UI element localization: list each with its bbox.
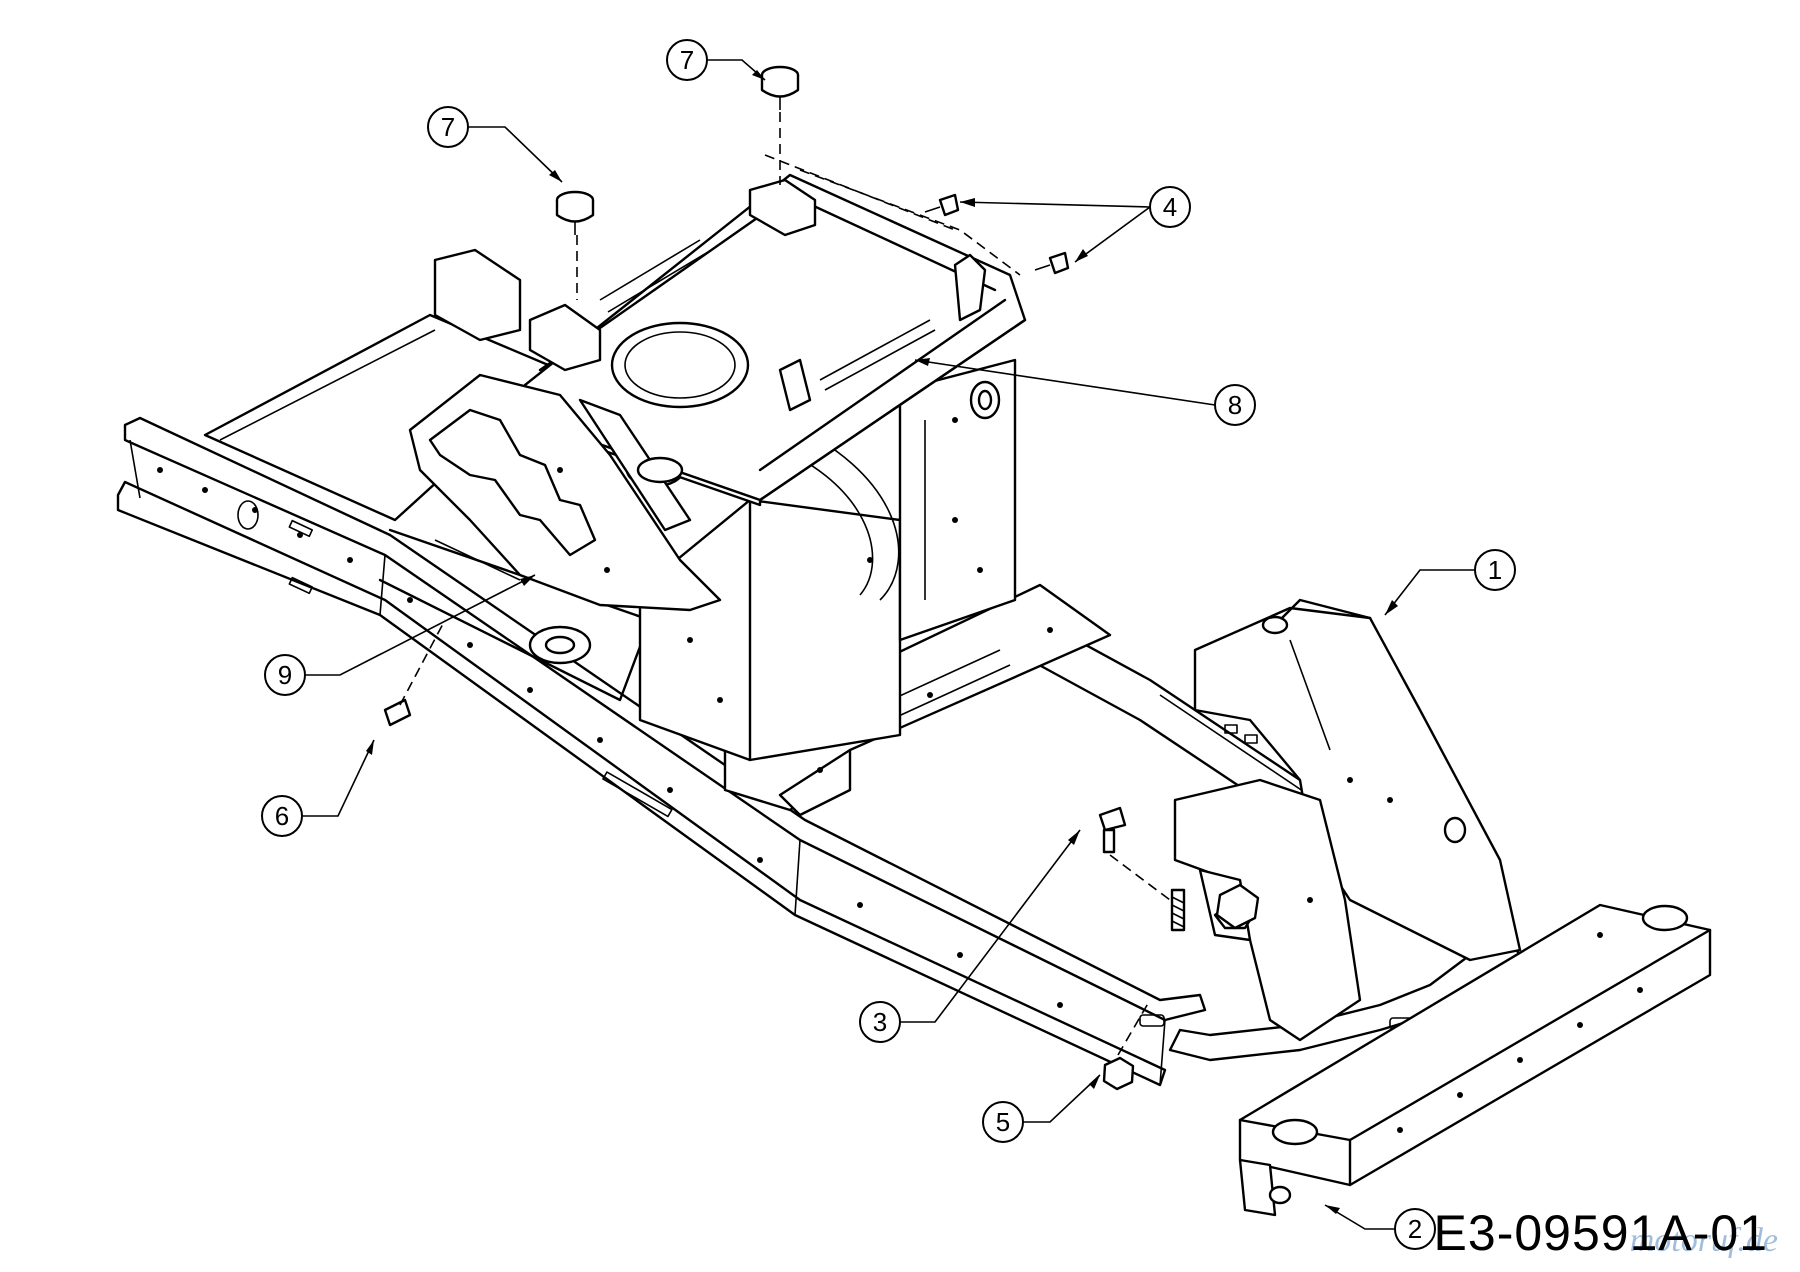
- callout-7-right: 7: [666, 39, 766, 81]
- rear-plates: [723, 583, 1112, 817]
- callout-label: 8: [1228, 390, 1242, 420]
- callout-5: 5: [982, 1074, 1101, 1143]
- front-axle-bracket: [1173, 598, 1522, 1042]
- callout-label: 5: [996, 1107, 1010, 1137]
- seat-console: [638, 358, 1017, 762]
- callout-3: 3: [859, 829, 1081, 1043]
- callout-2: 2: [1324, 1204, 1436, 1250]
- seat-frame: [433, 154, 1027, 507]
- callout-6: 6: [261, 739, 375, 837]
- callout-8: 8: [914, 358, 1256, 426]
- hardware: [383, 65, 1260, 1091]
- callout-label: 2: [1408, 1214, 1422, 1244]
- callout-1: 1: [1384, 549, 1516, 616]
- front-cross-beam: [1238, 903, 1712, 1217]
- callout-9: 9: [264, 574, 536, 696]
- callout-label: 6: [275, 801, 289, 831]
- callout-label: 7: [680, 45, 694, 75]
- callout-7-left: 7: [427, 106, 563, 183]
- rubber-buffer-left: [555, 190, 595, 300]
- callouts: 1 2 3 4 5: [261, 39, 1516, 1250]
- drawing-code: E3-09591A-01: [1433, 1205, 1768, 1261]
- callout-4: 4: [959, 186, 1191, 263]
- callout-label: 9: [278, 660, 292, 690]
- callout-label: 1: [1488, 555, 1502, 585]
- rubber-buffer-right: [760, 65, 800, 185]
- callout-label: 7: [441, 112, 455, 142]
- watermark: motoruf.de: [1629, 1222, 1778, 1259]
- callout-label: 3: [873, 1007, 887, 1037]
- callout-label: 4: [1163, 192, 1177, 222]
- height-adjust-plate: [408, 373, 722, 612]
